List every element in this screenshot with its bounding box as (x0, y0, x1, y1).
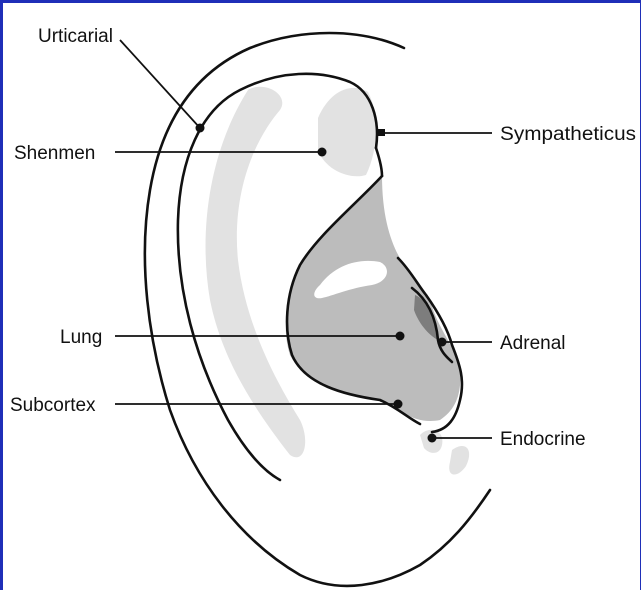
label-adrenal: Adrenal (500, 333, 566, 354)
shenmen-point (318, 148, 327, 157)
label-sympatheticus: Sympatheticus (500, 124, 636, 145)
sympatheticus-point (378, 129, 385, 136)
subcortex-point (394, 400, 403, 409)
label-subcortex: Subcortex (10, 395, 96, 416)
label-lung: Lung (60, 327, 102, 348)
label-shenmen: Shenmen (14, 143, 95, 164)
endocrine-point (428, 434, 437, 443)
lung-point (396, 332, 405, 341)
urticarial-point (196, 124, 205, 133)
label-urticarial: Urticarial (38, 26, 113, 47)
label-endocrine: Endocrine (500, 429, 586, 450)
adrenal-point (438, 338, 447, 347)
